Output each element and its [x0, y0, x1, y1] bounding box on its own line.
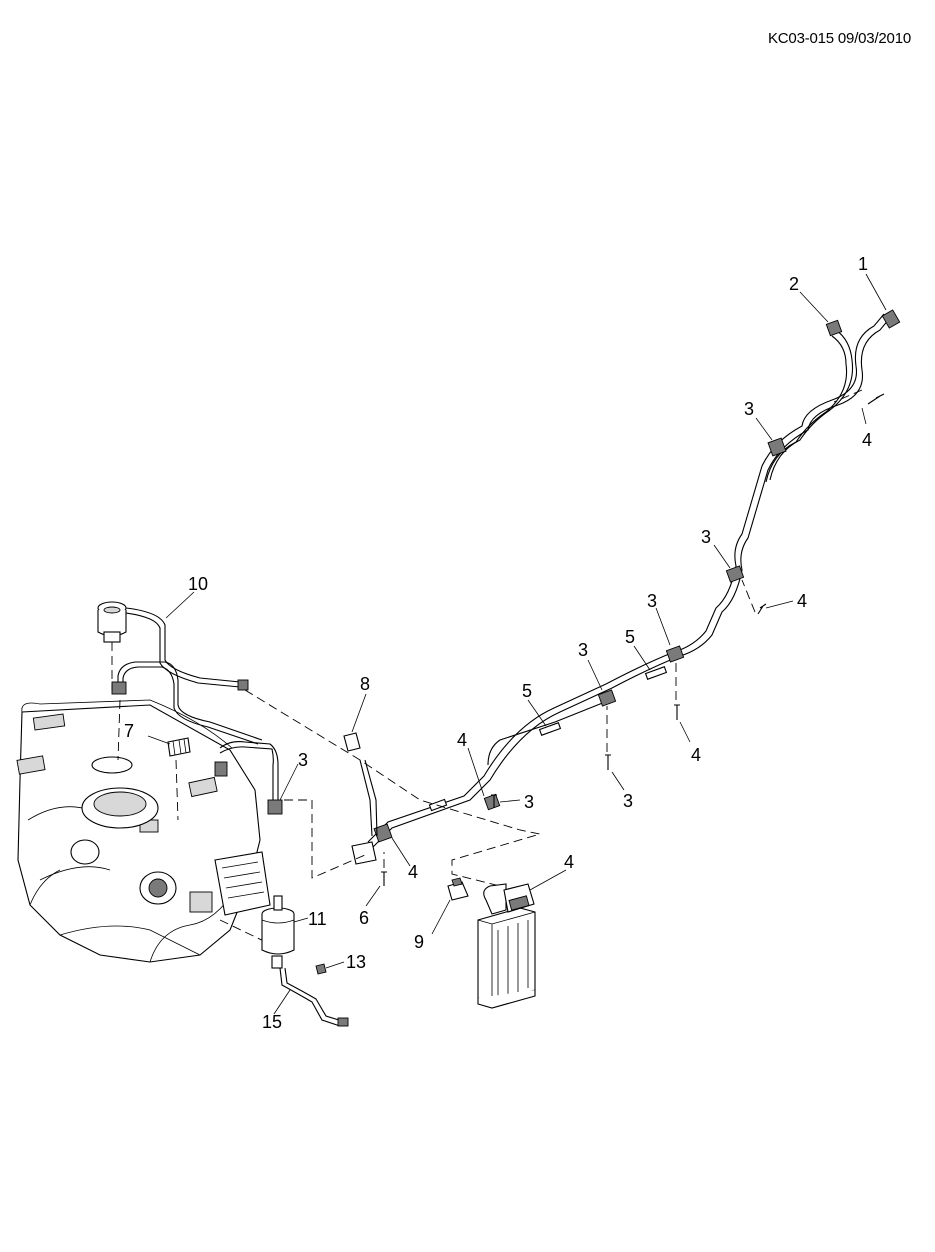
filter-line — [279, 963, 349, 1027]
callout-3: 3 — [744, 399, 754, 419]
callout-4: 3 — [524, 792, 534, 812]
main-fuel-line — [343, 309, 901, 865]
callout-4: 4 — [862, 430, 872, 450]
callout-5: 5 — [522, 681, 532, 701]
document-reference: KC03-015 09/03/2010 — [768, 30, 911, 47]
callout-15: 13 — [346, 952, 366, 972]
fuel-filter — [261, 895, 295, 969]
callout-6: 8 — [360, 674, 370, 694]
callout-3: 3 — [647, 591, 657, 611]
callout-3: 4 — [408, 862, 418, 882]
callout-10: 7 — [124, 721, 134, 741]
callout-4: 4 — [691, 745, 701, 765]
pump-lines — [111, 607, 283, 815]
fuel-pump-module — [97, 601, 127, 643]
callout-3: 4 — [457, 730, 467, 750]
vapor-canister — [477, 883, 536, 1009]
connector-10 — [167, 737, 191, 757]
leader-lines — [147, 273, 887, 1015]
callout-1: 1 — [858, 254, 868, 274]
callout-4: 6 — [359, 908, 369, 928]
callout-labels: 1 2 3 4 3 4 3 5 3 4 5 3 4 3 4 6 8 10 7 3… — [124, 254, 872, 1032]
callout-13: 11 — [308, 909, 327, 929]
callout-3: 3 — [701, 527, 711, 547]
callout-11: 9 — [414, 932, 424, 952]
callout-14: 15 — [262, 1012, 282, 1032]
fuel-tank — [16, 699, 271, 963]
callout-5: 5 — [625, 627, 635, 647]
callout-9: 4 — [564, 852, 574, 872]
callout-7: 3 — [298, 750, 308, 770]
assembly-dash-lines — [111, 389, 863, 945]
bolts — [381, 393, 885, 886]
callout-4: 3 — [623, 791, 633, 811]
connector-11 — [447, 877, 469, 901]
callout-8: 10 — [188, 574, 208, 594]
callout-3: 3 — [578, 640, 588, 660]
callout-2: 2 — [789, 274, 799, 294]
callout-4: 4 — [797, 591, 807, 611]
